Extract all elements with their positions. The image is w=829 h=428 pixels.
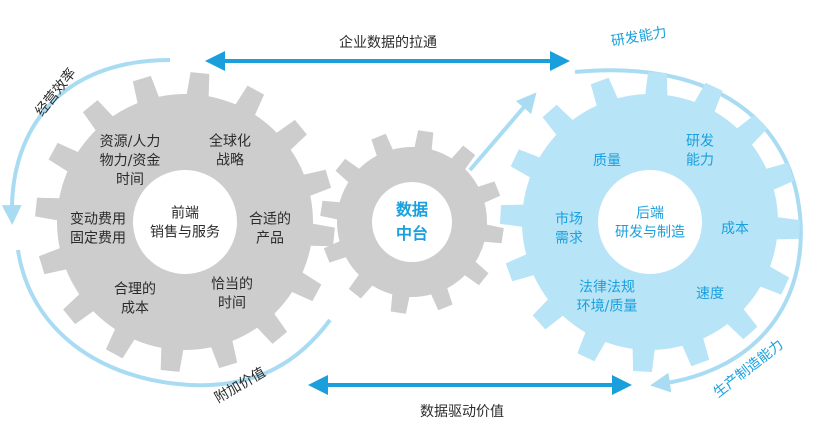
left-gear-item: 时间 [218, 296, 246, 312]
left-gear-item: 合适的 [249, 212, 291, 228]
right-gear-center-label: 后端 [636, 206, 664, 222]
flow-label-rd-capability: 研发能力 [610, 24, 668, 49]
gear-right-backend [500, 72, 800, 372]
left-gear-item: 恰当的 [211, 277, 253, 293]
gear-middle-hub [372, 182, 452, 262]
flow-loop [1, 58, 803, 393]
middle-gear-center-label: 中台 [396, 224, 428, 243]
left-gear-item: 全球化 [209, 133, 251, 150]
left-gear-item: 固定费用 [70, 231, 126, 247]
left-gear-item: 资源/人力 [100, 134, 161, 150]
right-gear-item: 研发 [686, 134, 714, 150]
right-gear-item: 市场 [555, 211, 583, 228]
flow-label-business-efficiency: 经营效率 [32, 65, 80, 120]
gear-right-hub [598, 170, 702, 274]
right-gear-item: 需求 [555, 231, 583, 247]
right-gear-item: 法律法规 [579, 280, 635, 296]
flow-left-arc [1, 58, 171, 225]
right-gear-item: 速度 [696, 286, 724, 302]
bottom-arrow-label: 数据驱动价值 [420, 404, 504, 420]
right-gear-item: 质量 [593, 153, 621, 169]
left-gear-item: 变动费用 [70, 212, 126, 228]
right-gear-center-label: 研发与制造 [615, 225, 685, 241]
left-gear-item: 物力/资金 [100, 153, 161, 169]
left-gear-center-label: 前端 [171, 205, 199, 222]
left-gear-labels: 资源/人力物力/资金时间全球化战略变动费用固定费用合适的产品合理的成本恰当的时间… [70, 133, 291, 317]
top-arrow-label: 企业数据的拉通 [339, 34, 437, 51]
left-gear-item: 合理的 [114, 282, 156, 298]
right-gear-item: 能力 [686, 153, 714, 169]
gear-left-frontend [35, 72, 335, 372]
flow-right-arc [574, 68, 803, 393]
left-gear-item: 产品 [256, 231, 284, 247]
middle-gear-center-label: 数据 [396, 200, 428, 219]
left-gear-item: 时间 [116, 172, 144, 188]
left-gear-item: 战略 [216, 153, 244, 169]
right-gear-item: 成本 [721, 221, 749, 237]
gear-middle-data-platform [320, 130, 504, 314]
flow-cross-line [468, 92, 537, 172]
left-gear-item: 成本 [121, 301, 149, 317]
flow-left-lower-arc [16, 249, 332, 388]
gear-left-hub [133, 170, 237, 274]
left-gear-center-label: 销售与服务 [150, 225, 220, 241]
right-gear-item: 环境/质量 [577, 299, 638, 315]
